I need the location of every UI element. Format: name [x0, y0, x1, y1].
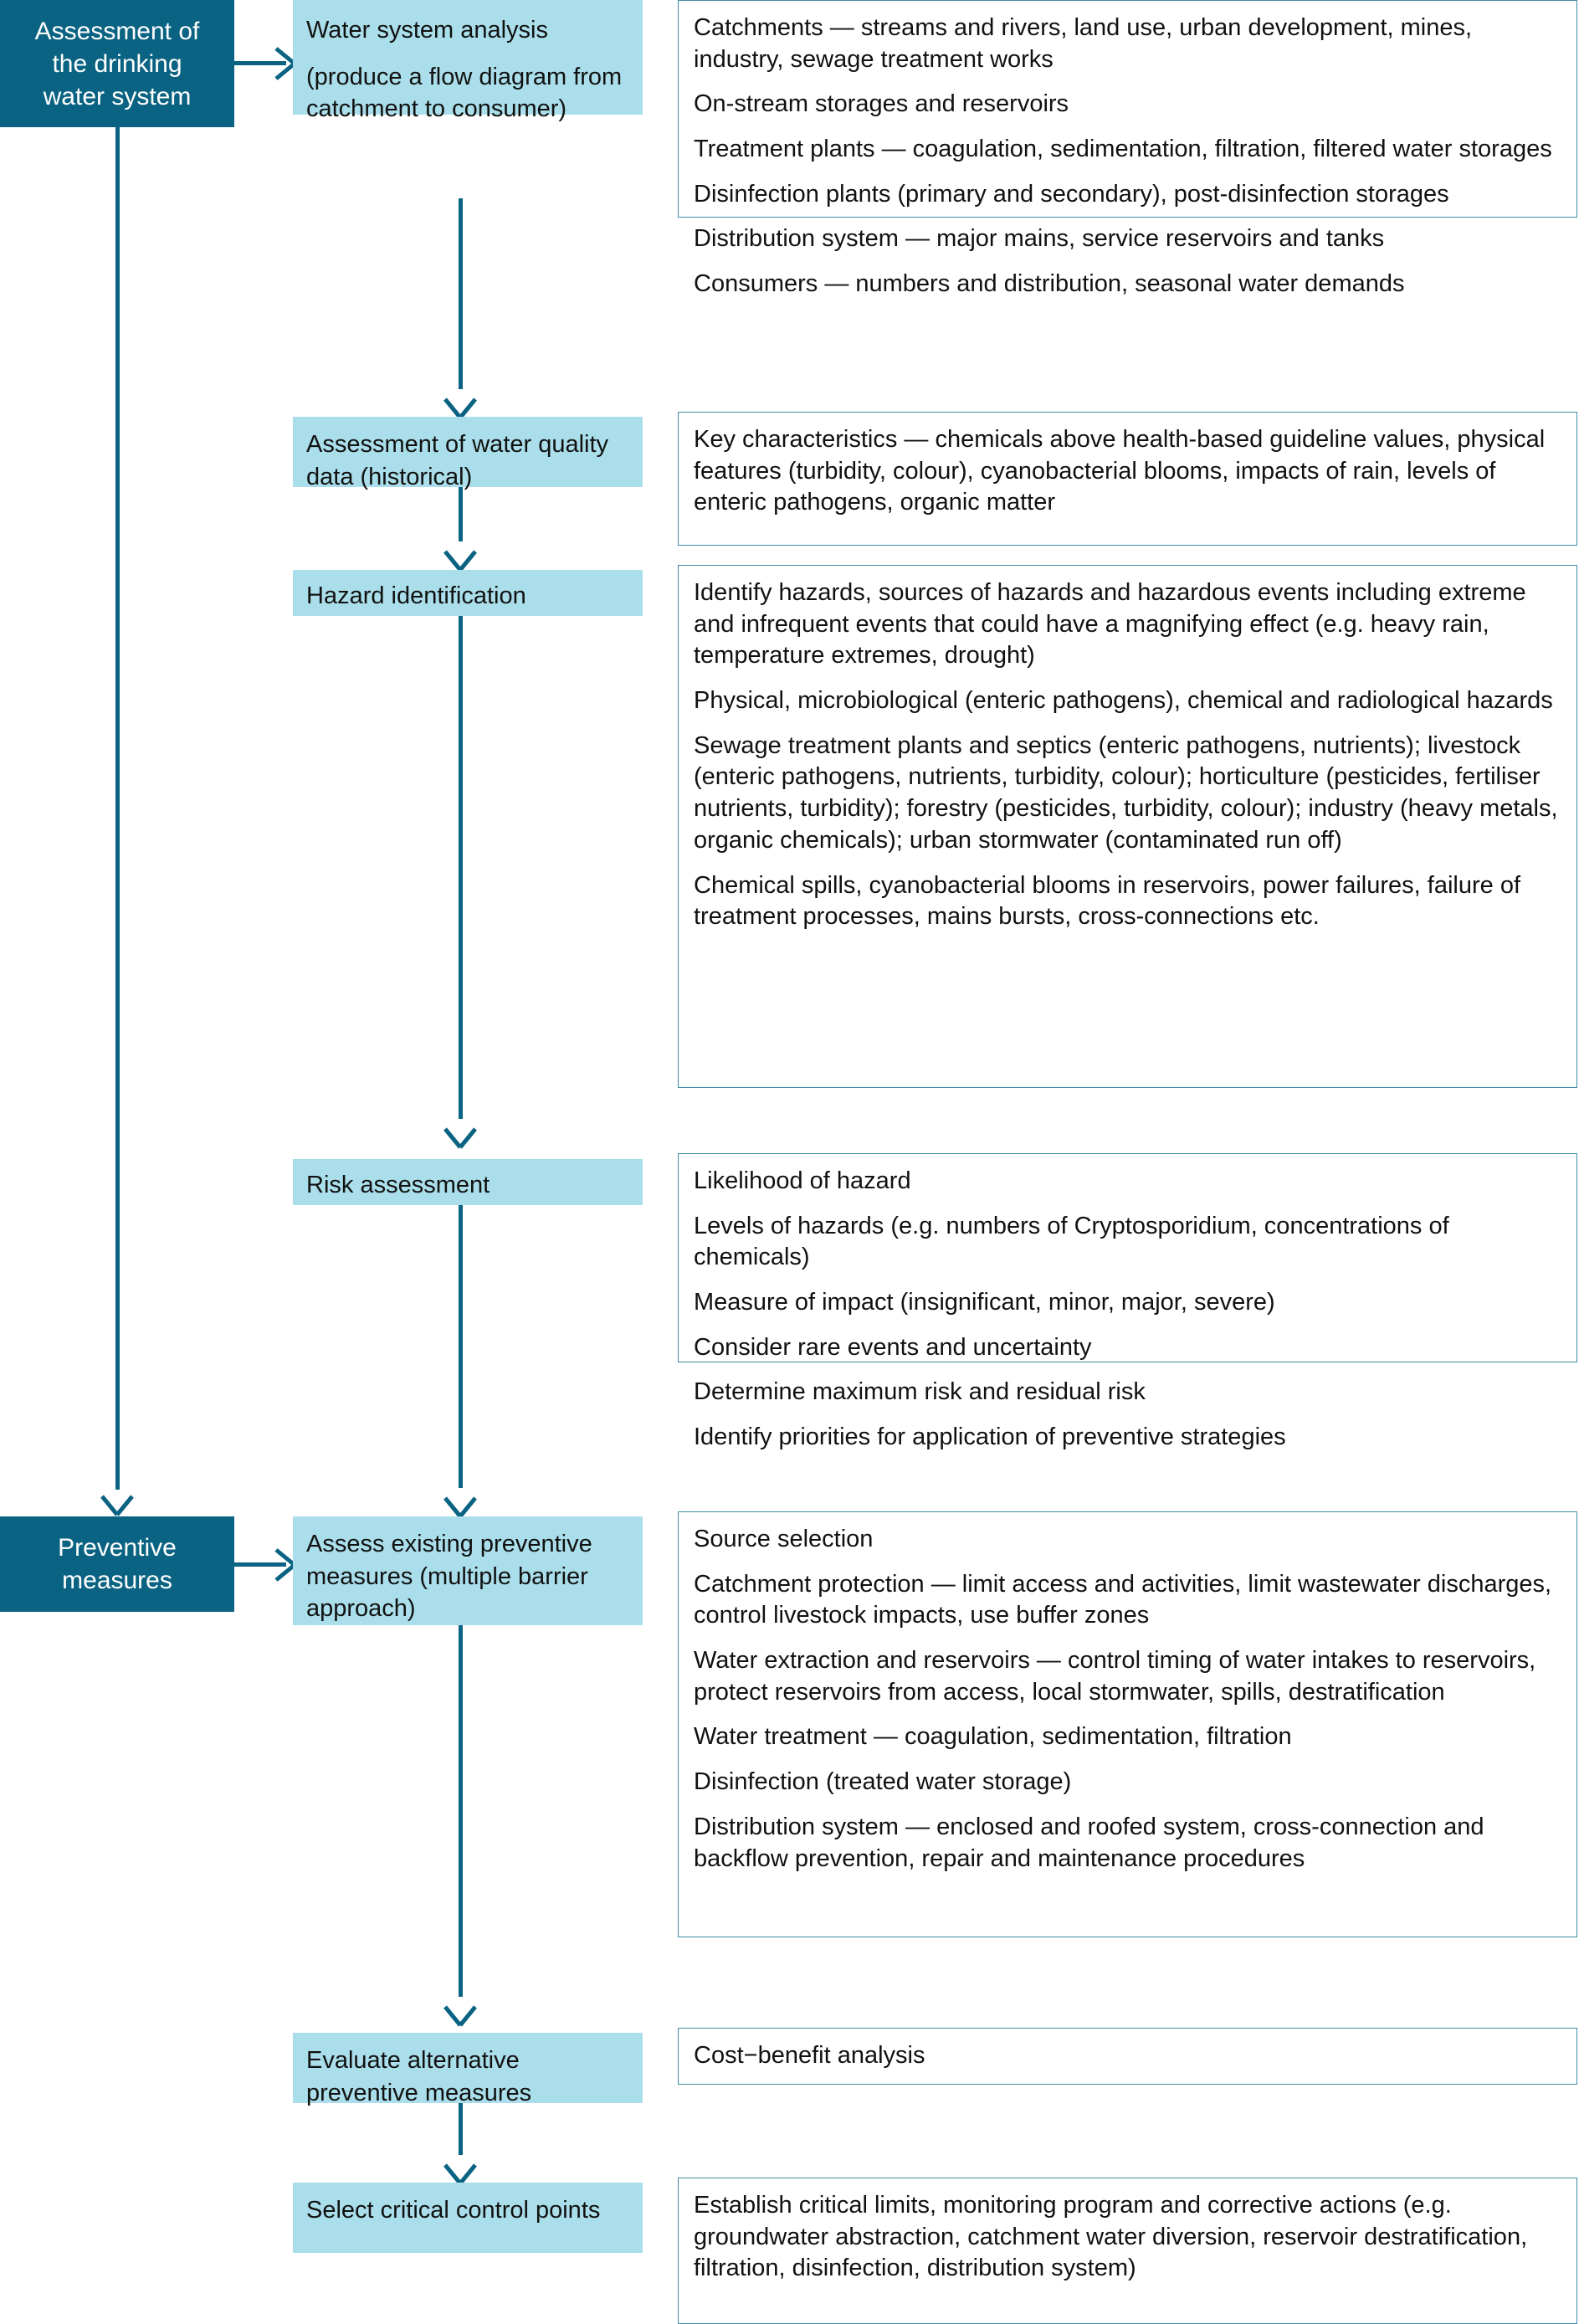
stage-label-assessment: Assessment of the drinking water system — [34, 17, 200, 110]
step-label-assess-existing-preventive-measures: Assess existing preventive measures (mul… — [306, 1531, 592, 1623]
step-box-water-quality-data[interactable]: Assessment of water quality data (histor… — [293, 417, 643, 490]
detail-item: Cost−benefit analysis — [694, 2042, 925, 2069]
detail-box-risk-assessment: Likelihood of hazard Levels of hazards (… — [678, 1153, 1577, 1450]
detail-item: Chemical spills, cyanobacterial blooms i… — [694, 871, 1521, 931]
detail-item: Disinfection (treated water storage) — [694, 1768, 1072, 1796]
step-box-risk-assessment[interactable]: Risk assessment — [293, 1159, 643, 1205]
detail-item: Source selection — [694, 1526, 874, 1552]
step-label-evaluate-alternative-preventive-measures: Evaluate alternative preventive measures — [306, 2047, 532, 2106]
detail-item: Identify priorities for application of p… — [694, 1424, 1286, 1451]
step-label-risk-assessment: Risk assessment — [306, 1172, 490, 1198]
stage-box-assessment: Assessment of the drinking water system — [0, 0, 234, 127]
arrowhead-into-hazard-identification — [443, 533, 478, 572]
step-box-evaluate-alternative-preventive-measures[interactable]: Evaluate alternative preventive measures — [293, 2033, 643, 2106]
detail-item: Treatment plants — coagulation, sediment… — [694, 136, 1552, 163]
detail-box-evaluate-alternative-preventive-measures: Cost−benefit analysis — [678, 2028, 1577, 2085]
detail-item: Identify hazards, sources of hazards and… — [694, 579, 1526, 669]
arrowhead-into-assess-existing-preventive-measures — [443, 1480, 478, 1518]
step-box-water-system-analysis[interactable]: Water system analysis (produce a flow di… — [293, 0, 643, 122]
detail-item: Likelihood of hazard — [694, 1167, 911, 1194]
step-label-select-critical-control-points: Select critical control points — [306, 2197, 601, 2224]
connector-stage2-to-step5 — [234, 1562, 286, 1567]
detail-box-hazard-identification: Identify hazards, sources of hazards and… — [678, 565, 1577, 1088]
detail-item: Determine maximum risk and residual risk — [694, 1378, 1146, 1406]
connector-step5-to-step6 — [459, 1625, 463, 1997]
detail-item: Levels of hazards (e.g. numbers of Crypt… — [694, 1212, 1449, 1271]
connector-stage1-to-stage2 — [115, 127, 120, 1490]
step-sublabel-water-system-analysis: (produce a flow diagram from catchment t… — [306, 63, 623, 123]
step-label-water-quality-data: Assessment of water quality data (histor… — [306, 431, 609, 490]
connector-step4-to-step5 — [459, 1205, 463, 1488]
detail-item: Measure of impact (insignificant, minor,… — [694, 1289, 1275, 1316]
connector-stage1-to-step1 — [234, 61, 286, 65]
detail-box-assess-existing-preventive-measures: Source selection Catchment protection — … — [678, 1511, 1577, 1937]
arrowhead-into-assess-existing — [269, 1546, 296, 1582]
detail-item: Sewage treatment plants and septics (ent… — [694, 731, 1558, 854]
detail-item: Consider rare events and uncertainty — [694, 1333, 1092, 1361]
connector-step2-to-step3 — [459, 487, 463, 541]
detail-item: Physical, microbiological (enteric patho… — [694, 687, 1553, 715]
detail-item: Establish critical limits, monitoring pr… — [694, 2192, 1528, 2282]
detail-box-select-critical-control-points: Establish critical limits, monitoring pr… — [678, 2178, 1577, 2324]
arrowhead-into-water-system-analysis — [269, 44, 296, 80]
stage-label-preventive-measures: Preventive measures — [58, 1534, 177, 1594]
detail-item: On-stream storages and reservoirs — [694, 90, 1069, 118]
detail-box-water-system-analysis: Catchments — streams and rivers, land us… — [678, 0, 1577, 297]
detail-item: Distribution system — major mains, servi… — [694, 225, 1385, 253]
connector-step1-to-step2 — [459, 198, 463, 389]
detail-item: Consumers — numbers and distribution, se… — [694, 270, 1405, 298]
arrowhead-into-evaluate-alternative-preventive-measures — [443, 1988, 478, 2027]
detail-item: Water treatment — coagulation, sedimenta… — [694, 1723, 1292, 1751]
detail-item: Catchments — streams and rivers, land us… — [694, 14, 1473, 73]
step-label-hazard-identification: Hazard identification — [306, 582, 526, 609]
stage-box-preventive-measures: Preventive measures — [0, 1516, 234, 1612]
step-box-assess-existing-preventive-measures[interactable]: Assess existing preventive measures (mul… — [293, 1516, 643, 1625]
detail-item: Distribution system — enclosed and roofe… — [694, 1813, 1484, 1872]
connector-step3-to-step4 — [459, 616, 463, 1119]
connector-step6-to-step7 — [459, 2103, 463, 2155]
step-label-water-system-analysis: Water system analysis — [306, 17, 548, 44]
arrowhead-into-water-quality-data — [443, 381, 478, 419]
detail-item: Catchment protection — limit access and … — [694, 1570, 1552, 1629]
arrowhead-into-preventive-measures — [100, 1478, 135, 1516]
step-box-select-critical-control-points[interactable]: Select critical control points — [293, 2183, 643, 2253]
detail-item: Water extraction and reservoirs — contro… — [694, 1647, 1536, 1706]
detail-box-water-quality-data: Key characteristics — chemicals above he… — [678, 412, 1577, 546]
detail-item: Disinfection plants (primary and seconda… — [694, 180, 1449, 208]
step-box-hazard-identification[interactable]: Hazard identification — [293, 570, 643, 616]
detail-item: Key characteristics — chemicals above he… — [694, 426, 1546, 516]
arrowhead-into-risk-assessment — [443, 1111, 478, 1149]
arrowhead-into-select-critical-control-points — [443, 2147, 478, 2185]
